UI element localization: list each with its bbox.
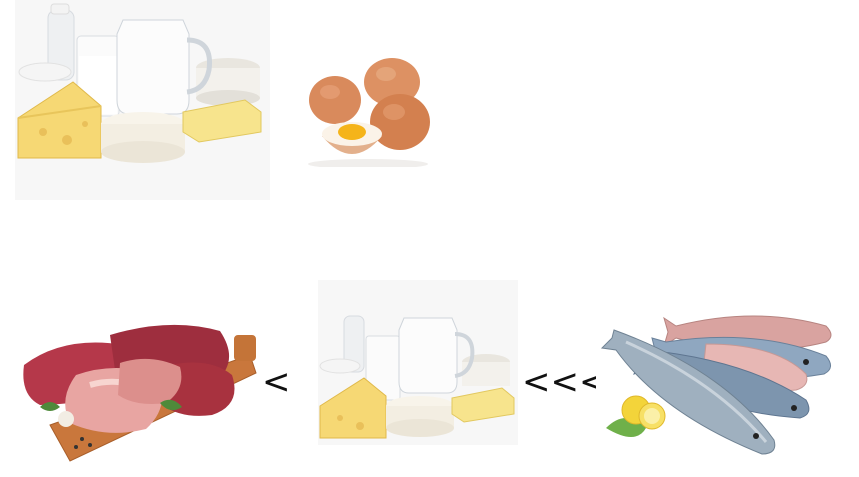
much-less-than-sign: <<< — [522, 365, 607, 399]
meat-image — [20, 315, 260, 465]
dairy-products-image-top — [15, 0, 270, 200]
eggs-image — [300, 52, 435, 167]
less-than-sign: < — [262, 365, 291, 399]
fish-image — [596, 300, 856, 472]
dairy-products-image-bottom — [318, 280, 518, 445]
